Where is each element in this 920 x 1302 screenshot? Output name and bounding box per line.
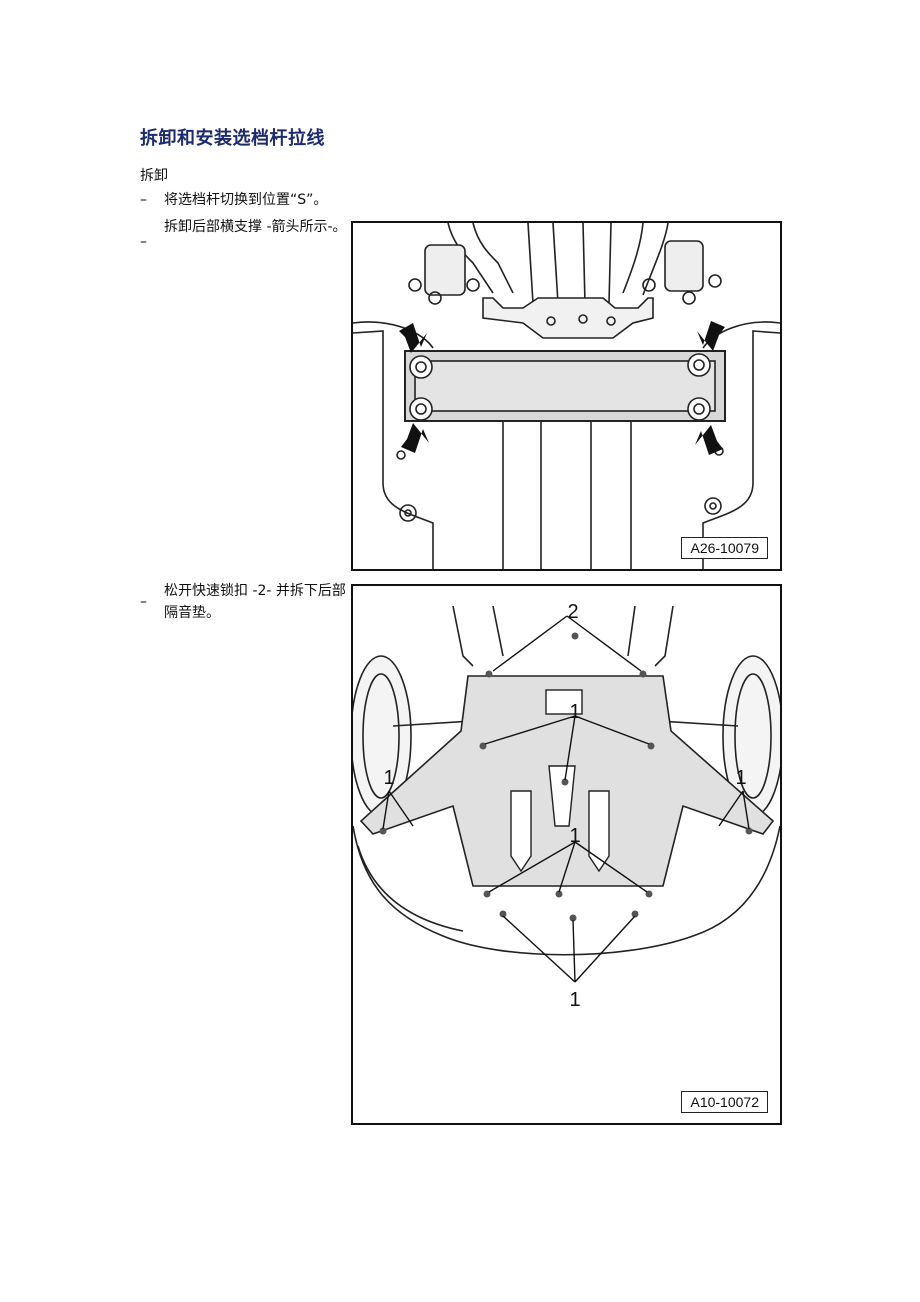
figure-soundproofing: 2 1 1 1 1 1 A10-10072 bbox=[351, 584, 782, 1125]
callout-2: 2 bbox=[567, 601, 578, 623]
figure-rear-crossmember: A26-10079 bbox=[351, 221, 782, 571]
step-dash: – bbox=[140, 594, 147, 610]
callout-1: 1 bbox=[569, 989, 580, 1011]
step-text: 将选档杆切换到位置“S”。 bbox=[164, 192, 328, 208]
step-dash: – bbox=[140, 192, 147, 208]
callout-1: 1 bbox=[569, 825, 580, 847]
step-dash: – bbox=[140, 234, 147, 250]
figure-id-label: A26-10079 bbox=[681, 537, 768, 559]
underbody-diagram: 2 1 1 1 1 1 bbox=[353, 601, 780, 1011]
step-text: 松开快速锁扣 -2- 并拆下后部隔音垫。 bbox=[164, 583, 346, 621]
crossmember-diagram bbox=[353, 223, 780, 569]
callout-1: 1 bbox=[383, 767, 394, 789]
step-text: 拆卸后部横支撑 -箭头所示-。 bbox=[164, 219, 347, 235]
section-heading: 拆卸 bbox=[140, 168, 168, 184]
callout-1: 1 bbox=[735, 767, 746, 789]
figure-id-label: A10-10072 bbox=[681, 1091, 768, 1113]
page-title: 拆卸和安装选档杆拉线 bbox=[140, 128, 325, 149]
callout-1: 1 bbox=[569, 701, 580, 723]
